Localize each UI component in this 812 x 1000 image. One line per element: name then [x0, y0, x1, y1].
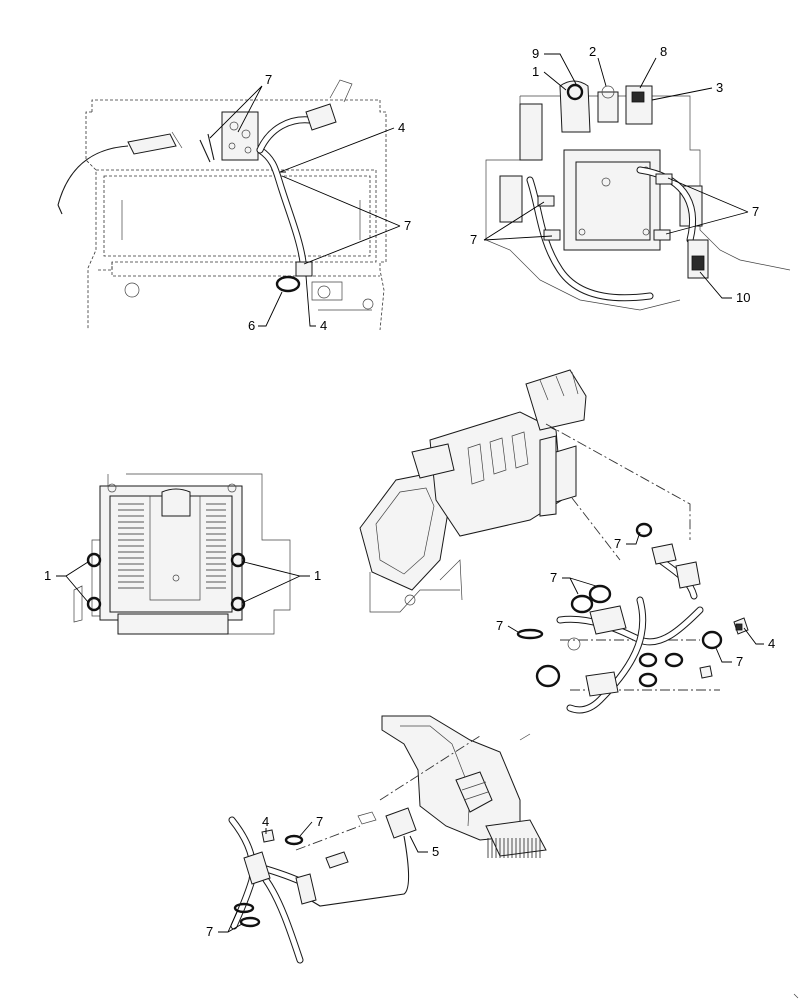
callout-7: 7: [736, 654, 743, 669]
view-4-harness: [516, 423, 749, 714]
view-2-callouts: 9 1 2 8 3 7 7 10: [470, 44, 759, 305]
callout-4: 4: [262, 814, 269, 829]
callout-10: 10: [736, 290, 750, 305]
callout-7: 7: [316, 814, 323, 829]
callout-7: 7: [404, 218, 411, 233]
callout-8: 8: [660, 44, 667, 59]
callout-1: 1: [44, 568, 51, 583]
callout-7: 7: [496, 618, 503, 633]
view-5-pedal: [228, 715, 547, 964]
callout-2: 2: [589, 44, 596, 59]
callout-7: 7: [265, 72, 272, 87]
callout-4: 4: [320, 318, 327, 333]
callout-7: 7: [550, 570, 557, 585]
view-3-callouts: 1 1: [44, 561, 321, 603]
callout-7: 7: [752, 204, 759, 219]
callout-1: 1: [314, 568, 321, 583]
callout-4: 4: [768, 636, 775, 651]
callout-7: 7: [206, 924, 213, 939]
callout-1: 1: [532, 64, 539, 79]
view-1-callouts: 7 4 7 6 4: [209, 72, 411, 333]
corner-mark: [793, 993, 799, 999]
view-1-panel: [57, 79, 387, 331]
callout-3: 3: [716, 80, 723, 95]
callout-7: 7: [614, 536, 621, 551]
view-5-callouts: 4 7 5 7: [206, 814, 439, 939]
callout-4: 4: [398, 120, 405, 135]
view-4-console: [359, 369, 587, 613]
callout-5: 5: [432, 844, 439, 859]
view-2-module: [485, 80, 791, 311]
callout-7: 7: [470, 232, 477, 247]
view-4-callouts: 7 7 7 4 7: [496, 531, 775, 669]
callout-6: 6: [248, 318, 255, 333]
callout-9: 9: [532, 46, 539, 61]
view-3-ecu: [73, 473, 291, 635]
